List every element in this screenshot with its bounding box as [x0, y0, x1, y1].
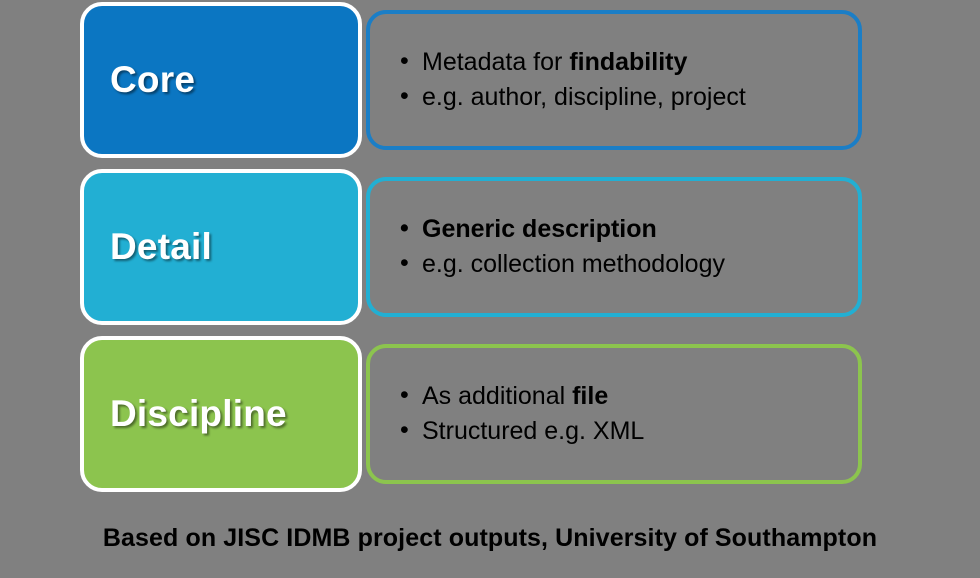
- layer-label-box-discipline[interactable]: Discipline: [80, 336, 362, 492]
- bullet-text-plain: Structured e.g. XML: [422, 417, 645, 445]
- bullet-item: Metadata for findability: [400, 44, 858, 81]
- layer-content-box-core[interactable]: Metadata for findability e.g. author, di…: [366, 10, 862, 150]
- bullet-text-plain: Metadata for: [422, 47, 570, 76]
- bullet-text-plain: e.g. collection methodology: [422, 250, 725, 278]
- bullet-item: e.g. collection methodology: [400, 246, 858, 283]
- layer-label-box-detail[interactable]: Detail: [80, 169, 362, 325]
- bullet-item: As additional file: [400, 378, 858, 415]
- layer-content-box-discipline[interactable]: As additional file Structured e.g. XML: [366, 344, 862, 484]
- metadata-layer-row: Discipline As additional file Structured…: [0, 334, 980, 494]
- layer-label-text: Detail: [110, 226, 212, 267]
- layer-label-box-core[interactable]: Core: [80, 2, 362, 158]
- bullet-text-plain: As additional: [422, 381, 573, 410]
- layer-label-text: Discipline: [110, 393, 287, 434]
- bullet-text-bold: findability: [569, 47, 688, 76]
- bullet-text-bold: Generic description: [422, 214, 657, 243]
- bullet-item: Generic description: [400, 211, 858, 248]
- bullet-item: Structured e.g. XML: [400, 413, 858, 450]
- bullet-text-bold: file: [572, 381, 609, 410]
- metadata-layer-row: Detail Generic description e.g. collecti…: [0, 167, 980, 327]
- metadata-layer-row: Core Metadata for findability e.g. autho…: [0, 0, 980, 160]
- layer-label-text: Core: [110, 59, 196, 100]
- source-caption: Based on JISC IDMB project outputs, Univ…: [102, 524, 878, 552]
- layer-content-box-detail[interactable]: Generic description e.g. collection meth…: [366, 177, 862, 317]
- bullet-text-plain: e.g. author, discipline, project: [422, 83, 746, 111]
- bullet-item: e.g. author, discipline, project: [400, 79, 858, 116]
